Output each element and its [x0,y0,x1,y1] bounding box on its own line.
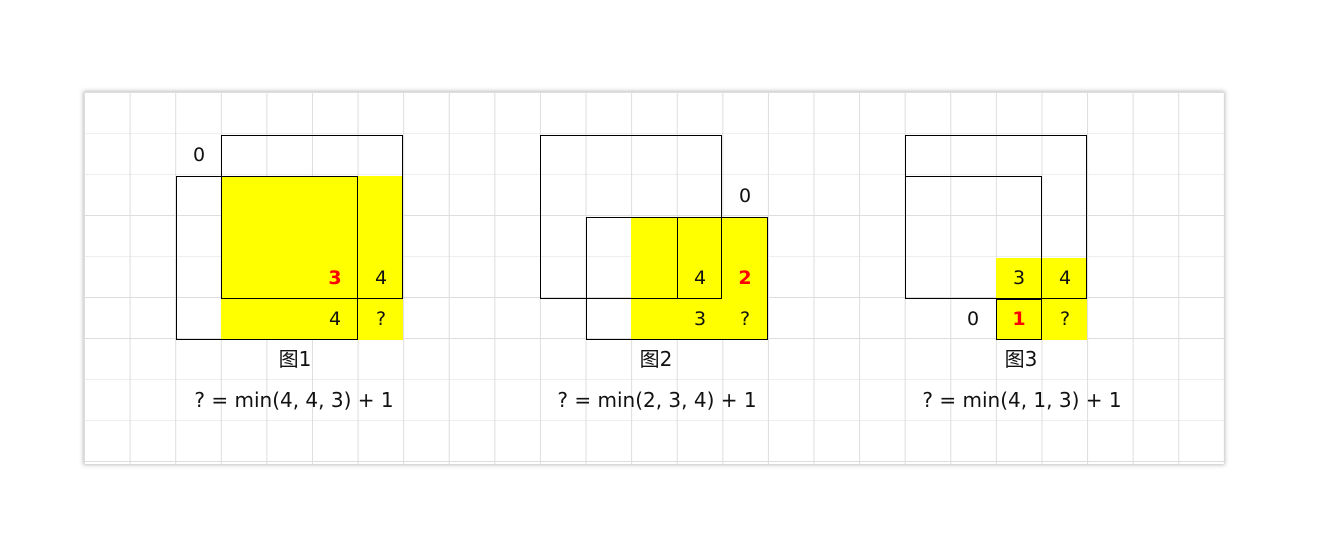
cell-top-left: 3 [1012,267,1026,289]
cell-bottom-left: 1 [1012,308,1026,330]
zero-label: 0 [966,308,980,330]
highlight-square [221,176,403,340]
cell-top-left: 4 [693,267,707,289]
cell-bottom-left: 3 [693,308,707,330]
cell-target: ? [375,308,387,330]
outline-inner-square [905,176,1042,299]
cell-top-right: 4 [1058,267,1072,289]
figure-formula: ? = min(4, 1, 3) + 1 [922,388,1122,412]
figure-caption: 图2 [639,347,673,371]
cell-bottom-left: 4 [328,308,342,330]
grid-panel: 0 3 4 4 ? 图1 ? = min(4, 4, 3) + 1 0 4 2 … [84,92,1224,464]
figure-caption: 图3 [1004,347,1038,371]
cell-top-right: 4 [374,267,388,289]
figure-formula: ? = min(2, 3, 4) + 1 [557,388,757,412]
zero-label: 0 [738,185,752,207]
figure-formula: ? = min(4, 4, 3) + 1 [194,388,394,412]
outline-inner-column [677,217,722,299]
cell-target: ? [739,308,751,330]
cell-top-left: 3 [328,267,342,289]
cell-target: ? [1059,308,1071,330]
outline-corner-cell [996,299,1042,340]
zero-label: 0 [192,144,206,166]
highlight-square [631,217,768,340]
cell-top-right: 2 [738,267,752,289]
figure-caption: 图1 [278,347,312,371]
outline-diagonal-square [221,176,358,299]
